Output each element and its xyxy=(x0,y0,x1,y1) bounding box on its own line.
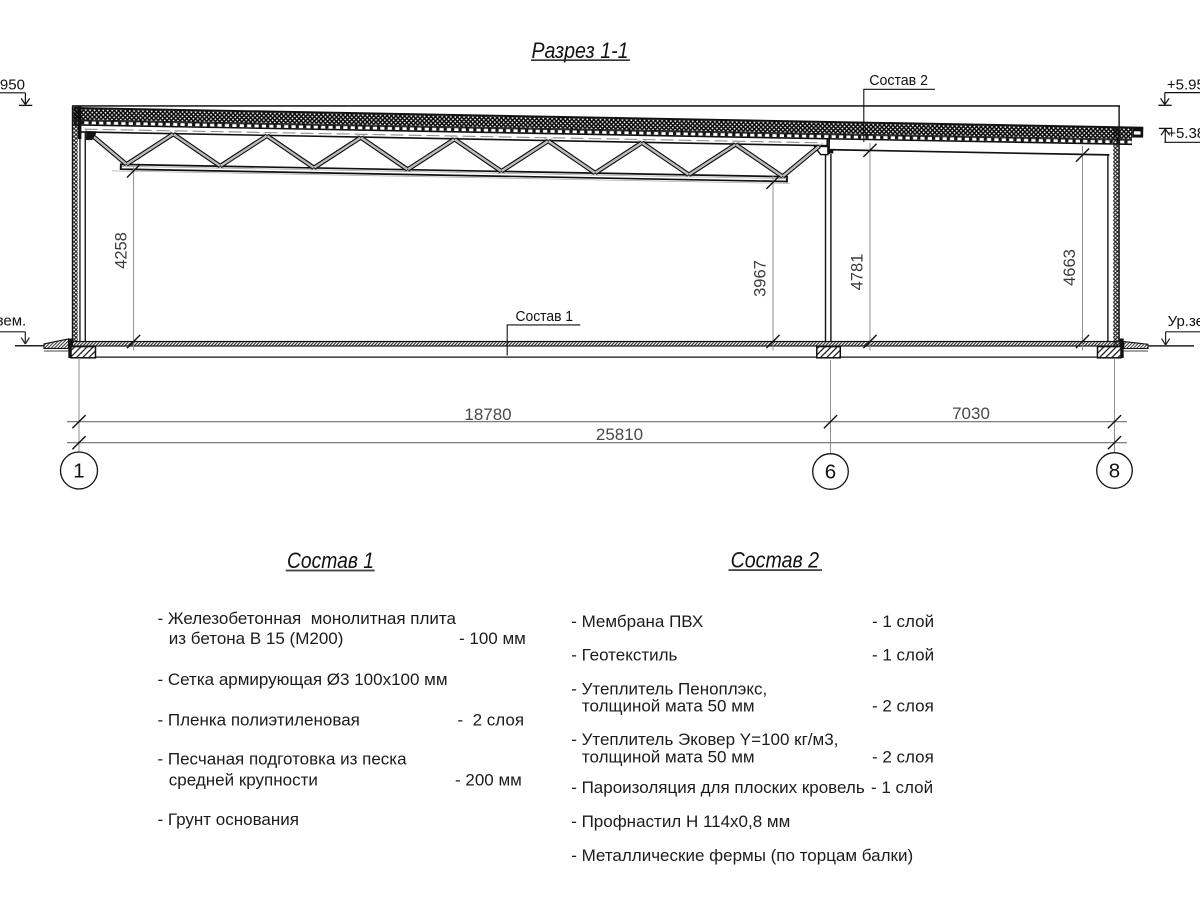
svg-text:- Геотекстиль: - Геотекстиль xyxy=(571,646,677,665)
svg-text:- Утеплитель Пеноплэкс,: - Утеплитель Пеноплэкс, xyxy=(571,679,767,698)
svg-text:18780: 18780 xyxy=(464,405,511,424)
svg-text:из бетона В 15 (М200): из бетона В 15 (М200) xyxy=(169,629,344,648)
svg-text:Состав 1: Состав 1 xyxy=(516,308,574,325)
svg-text:4781: 4781 xyxy=(849,254,867,291)
svg-text:- 1 слой: - 1 слой xyxy=(872,612,934,631)
svg-text:- 2 слоя: - 2 слоя xyxy=(458,710,525,729)
svg-text:Разрез 1-1: Разрез 1-1 xyxy=(532,38,629,63)
svg-text:4258: 4258 xyxy=(112,232,130,269)
svg-text:4663: 4663 xyxy=(1061,249,1079,286)
svg-text:8: 8 xyxy=(1109,460,1120,483)
svg-text:- Мембрана ПВХ: - Мембрана ПВХ xyxy=(571,612,703,631)
svg-text:- Песчаная подготовка из песка: - Песчаная подготовка из песка xyxy=(158,749,408,768)
svg-text:Состав 1: Состав 1 xyxy=(287,548,374,573)
svg-text:- Пленка полиэтиленовая: - Пленка полиэтиленовая xyxy=(158,710,360,729)
svg-text:- 2 слоя: - 2 слоя xyxy=(872,748,934,767)
svg-text:- Пароизоляция для плоских кро: - Пароизоляция для плоских кровель xyxy=(571,778,865,797)
svg-text:- Утеплитель Эковер Y=100 кг/м: - Утеплитель Эковер Y=100 кг/м3, xyxy=(571,730,838,749)
svg-text:- 200 мм: - 200 мм xyxy=(455,770,522,789)
svg-text:толщиной мата 50 мм: толщиной мата 50 мм xyxy=(582,748,755,767)
svg-text:- Грунт основания: - Грунт основания xyxy=(158,810,299,829)
svg-text:3967: 3967 xyxy=(752,260,770,297)
svg-text:1: 1 xyxy=(73,460,84,483)
svg-text:+5.950: +5.950 xyxy=(0,76,25,93)
svg-text:7030: 7030 xyxy=(952,404,990,423)
svg-text:Состав 2: Состав 2 xyxy=(731,548,820,573)
svg-text:толщиной мата 50 мм: толщиной мата 50 мм xyxy=(582,697,755,716)
svg-text:- Сетка армирующая Ø3 100х100: - Сетка армирующая Ø3 100х100 мм xyxy=(158,670,448,689)
svg-text:6: 6 xyxy=(825,461,836,484)
svg-text:- Металлические фермы (по торц: - Металлические фермы (по торцам балки) xyxy=(571,846,913,865)
svg-text:- 1 слой: - 1 слой xyxy=(871,778,933,797)
svg-text:Ур.зем.: Ур.зем. xyxy=(0,312,26,329)
svg-text:25810: 25810 xyxy=(596,425,643,444)
svg-text:- 100 мм: - 100 мм xyxy=(459,629,526,648)
svg-text:- Профнастил Н 114х0,8 мм: - Профнастил Н 114х0,8 мм xyxy=(571,812,790,831)
svg-text:Состав 2: Состав 2 xyxy=(869,72,928,89)
svg-text:средней крупности: средней крупности xyxy=(169,770,318,789)
svg-text:- 1 слой: - 1 слой xyxy=(872,646,934,665)
svg-text:Ур.зем.: Ур.зем. xyxy=(1168,313,1200,330)
svg-text:- Железобетонная монолитная п: - Железобетонная монолитная плита xyxy=(158,609,457,628)
svg-text:+5.380: +5.380 xyxy=(1167,125,1200,142)
svg-text:- 2 слоя: - 2 слоя xyxy=(872,697,934,716)
svg-text:+5.950: +5.950 xyxy=(1167,76,1200,93)
